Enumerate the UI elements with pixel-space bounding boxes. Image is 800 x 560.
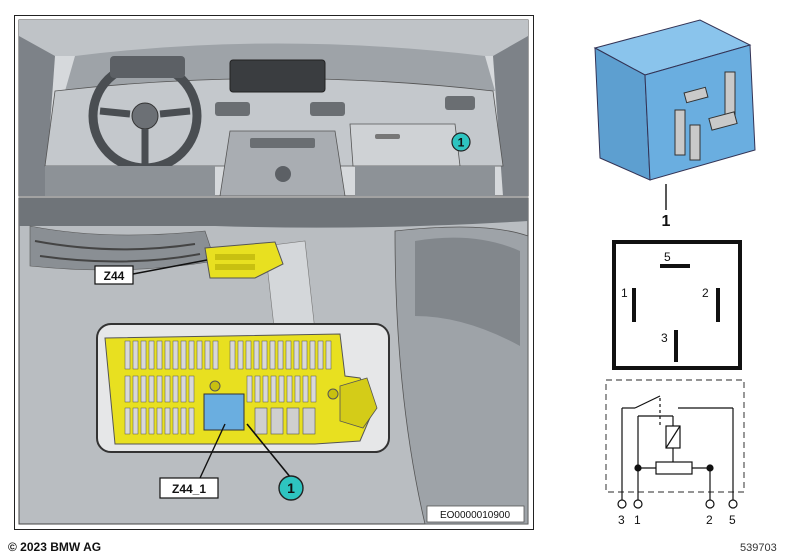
ref-code-box — [426, 505, 525, 523]
schematic-pin-3: 3 — [618, 513, 625, 527]
z44-leader-line — [132, 259, 208, 275]
marker-leader-line — [246, 423, 292, 479]
relay-panel: 1 5 1 2 3 — [593, 19, 756, 527]
z44-label: Z44 — [104, 269, 125, 283]
callout-marker-dashboard-label: 1 — [458, 136, 465, 150]
fusebox-detail-view: Z44 — [18, 197, 529, 525]
ref-code-label: EO0000010900 — [440, 510, 511, 521]
figure-number: 539703 — [740, 542, 777, 554]
schematic-pin-1: 1 — [634, 513, 641, 527]
dashboard-view: 1 — [18, 19, 529, 197]
copyright-text: © 2023 BMW AG — [8, 540, 102, 554]
schematic-pin-labels: 3 1 2 5 — [618, 513, 736, 527]
callout-marker-main-label: 1 — [287, 480, 295, 496]
pin-label-2: 2 — [702, 286, 709, 300]
relay-part-number: 1 — [662, 213, 671, 230]
callout-marker-main — [278, 475, 304, 501]
pin-label-1: 1 — [621, 286, 628, 300]
z44-1-label: Z44_1 — [172, 482, 206, 496]
callout-marker-dashboard — [451, 132, 471, 152]
z44-label-box — [94, 265, 134, 285]
relay-pin-layout: 5 1 2 3 — [612, 240, 742, 370]
schematic-pin-2: 2 — [706, 513, 713, 527]
relay-location-z44-1 — [203, 393, 245, 431]
illustration-svg: 1 Z44 — [18, 19, 529, 525]
pin-label-3: 3 — [661, 331, 668, 345]
z44-1-leader-line — [199, 423, 226, 479]
pin-label-5: 5 — [664, 250, 671, 264]
schematic-pin-5: 5 — [729, 513, 736, 527]
relay-image: 1 — [593, 19, 756, 230]
relay-schematic — [605, 379, 745, 509]
main-illustration: 1 Z44 — [14, 15, 534, 530]
z44-1-label-box — [159, 477, 219, 499]
fusebox-inset — [96, 323, 390, 453]
